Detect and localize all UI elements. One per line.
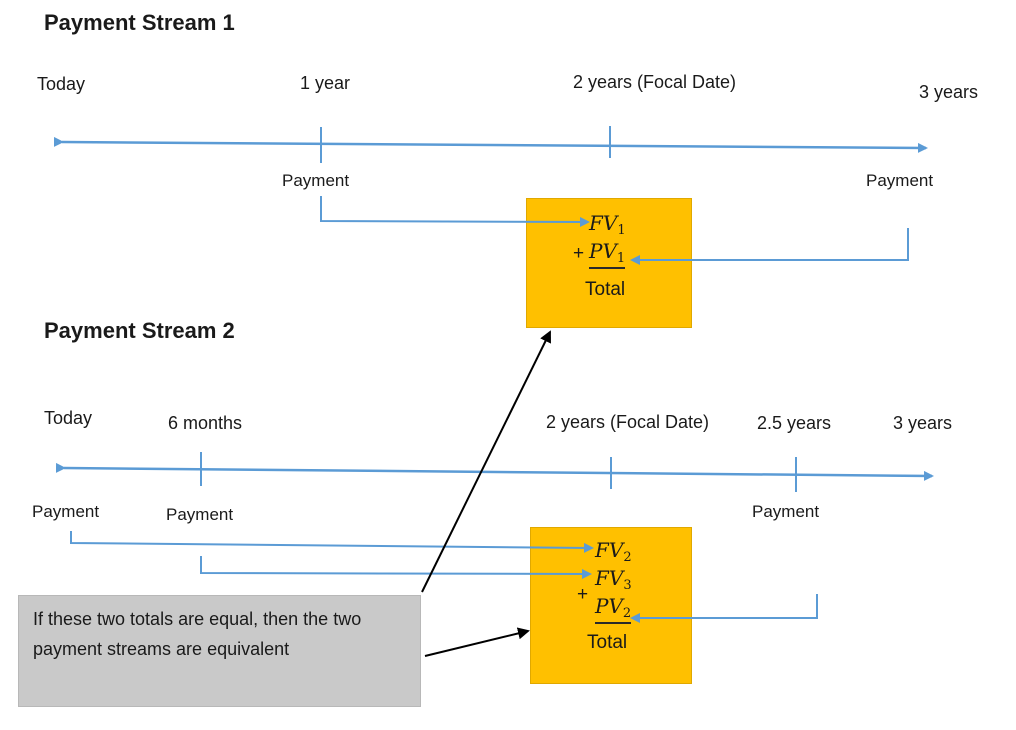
s2-connector-pv2 bbox=[630, 594, 818, 623]
s2-payment-today: Payment bbox=[32, 502, 100, 521]
stream1-title: Payment Stream 1 bbox=[44, 10, 235, 35]
s2-fv2: FV2 bbox=[595, 538, 632, 565]
note-arrow-to-box2 bbox=[424, 627, 530, 657]
s2-payment-6-months: Payment bbox=[166, 505, 234, 524]
s2-connector-fv2 bbox=[70, 531, 594, 553]
s2-total: Total bbox=[587, 632, 628, 653]
s2-fv3: FV3 bbox=[595, 566, 632, 593]
s1-label-1-year: 1 year bbox=[300, 73, 351, 93]
s2-label-3-years: 3 years bbox=[893, 413, 953, 433]
s2-label-6-months: 6 months bbox=[168, 413, 243, 433]
s1-total-box: FV1 + PV1 Total bbox=[526, 198, 692, 328]
s1-plus: + bbox=[573, 243, 585, 264]
equivalence-note-text: If these two totals are equal, then the … bbox=[33, 609, 362, 659]
s1-timeline bbox=[53, 136, 928, 153]
s2-fv2-symbol: FV bbox=[595, 538, 624, 562]
s1-total: Total bbox=[585, 279, 626, 300]
s2-label-2-5-years: 2.5 years bbox=[757, 413, 832, 433]
s2-plus: + bbox=[577, 584, 589, 605]
s1-payment-3-years: Payment bbox=[866, 171, 934, 190]
s1-pv1-sub: 1 bbox=[616, 251, 626, 266]
s2-fv3-sub: 3 bbox=[623, 578, 632, 593]
note-arrow-to-box1 bbox=[421, 330, 551, 593]
equivalence-note: If these two totals are equal, then the … bbox=[18, 595, 421, 707]
s1-label-focal-date: 2 years (Focal Date) bbox=[573, 72, 737, 92]
s2-payment-2-5-years: Payment bbox=[752, 502, 820, 521]
stream2-title: Payment Stream 2 bbox=[44, 318, 235, 343]
s2-fv3-symbol: FV bbox=[595, 566, 624, 590]
s2-timeline bbox=[55, 462, 934, 481]
s2-connector-fv3 bbox=[200, 556, 592, 579]
s1-connector-fv1 bbox=[320, 196, 590, 227]
s1-label-3-years: 3 years bbox=[919, 82, 979, 102]
s1-payment-1-year: Payment bbox=[282, 171, 350, 190]
s1-fv1: FV1 bbox=[589, 211, 626, 238]
s2-label-today: Today bbox=[44, 408, 93, 428]
s1-fv1-sub: 1 bbox=[617, 223, 626, 238]
s2-pv2-symbol: PV bbox=[595, 594, 623, 618]
s1-fv1-symbol: FV bbox=[589, 211, 618, 235]
s2-pv2-sub: 2 bbox=[622, 606, 632, 621]
s2-fv2-sub: 2 bbox=[623, 550, 632, 565]
s1-pv1: PV1 bbox=[589, 239, 626, 269]
s1-connector-pv1 bbox=[630, 228, 909, 265]
s1-label-today: Today bbox=[37, 74, 86, 94]
s2-total-box: FV2 FV3 + PV2 Total bbox=[530, 527, 692, 684]
s1-pv1-symbol: PV bbox=[589, 239, 617, 263]
s2-label-focal-date: 2 years (Focal Date) bbox=[546, 412, 710, 432]
s2-pv2: PV2 bbox=[595, 594, 632, 624]
